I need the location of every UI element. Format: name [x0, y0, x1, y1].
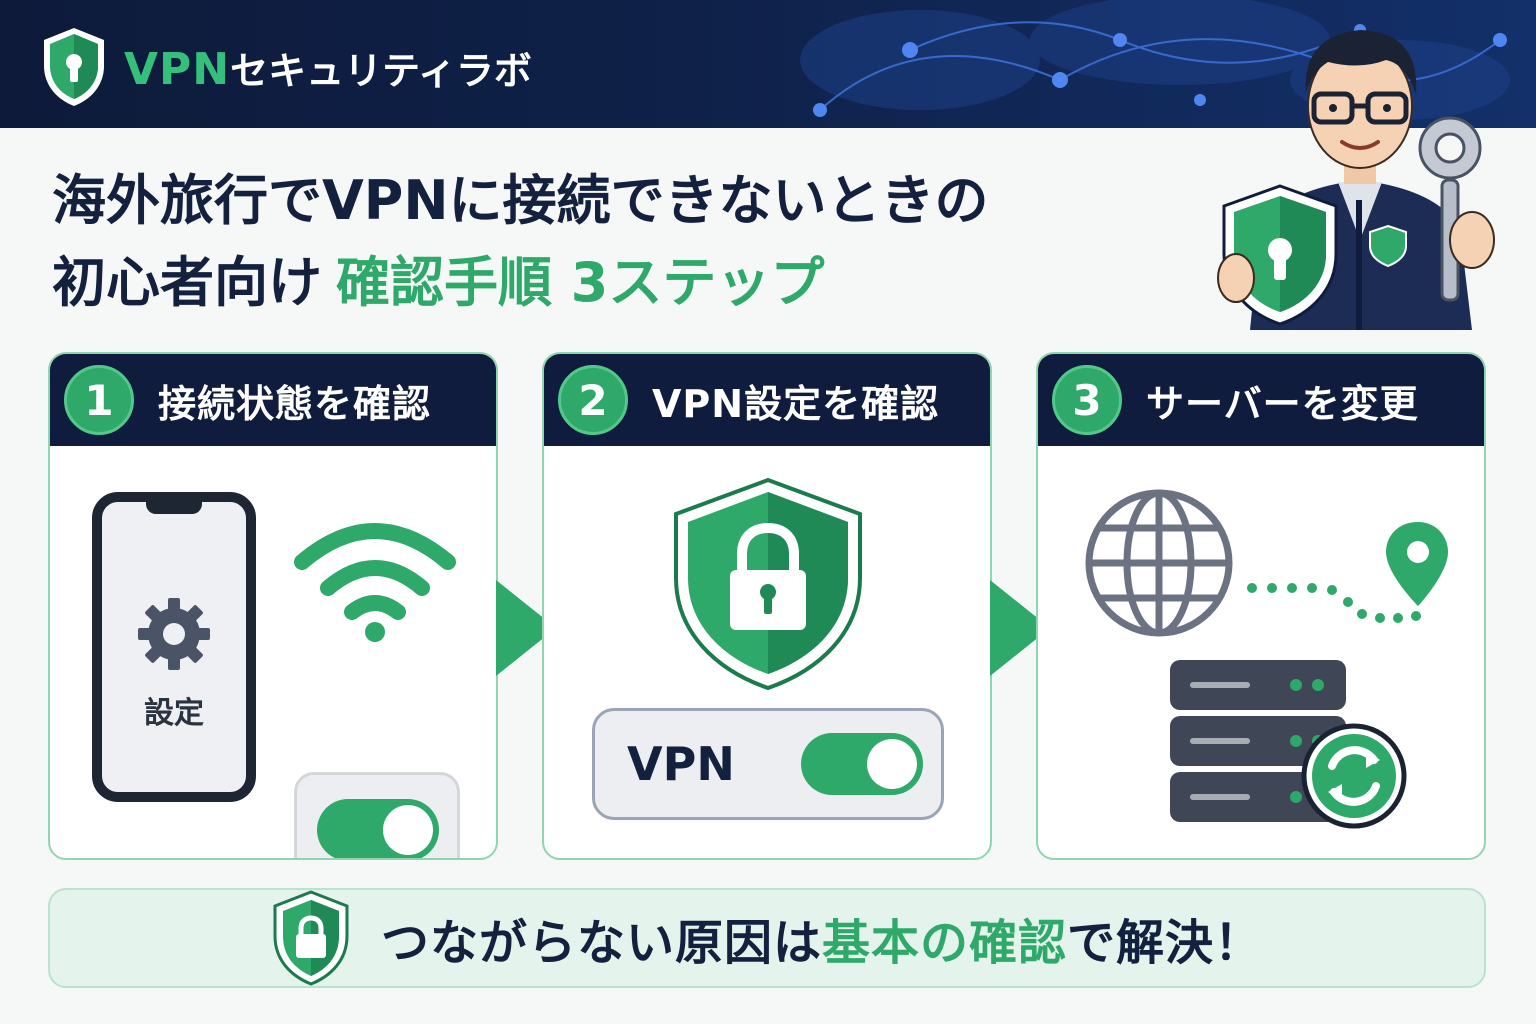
step-3-body: [1038, 446, 1484, 858]
vpn-toggle-box[interactable]: VPN: [592, 708, 944, 820]
step-2-body: VPN: [544, 446, 990, 858]
server-refresh-icon: [1170, 660, 1407, 829]
connection-toggle-box[interactable]: [294, 772, 460, 858]
globe-icon: [1085, 489, 1233, 637]
shield-lock-icon: [674, 477, 862, 691]
banner-text-after: で解決！: [1067, 915, 1264, 971]
banner-text-before: つながらない原因は: [380, 915, 822, 971]
connection-toggle-switch[interactable]: [317, 799, 439, 858]
banner-message: つながらない原因は基本の確認で解決！: [381, 903, 1263, 973]
shield-keyhole-icon: [44, 28, 104, 106]
step-card-2: 2 VPN設定を確認 VPN: [542, 352, 992, 860]
step-3-number-badge: 3: [1052, 365, 1122, 435]
title-line-2-highlight: 確認手順 3ステップ: [336, 251, 825, 314]
shield-lock-small-icon: [273, 890, 349, 986]
step-3-header: 3 サーバーを変更: [1038, 354, 1484, 446]
step-3-title: サーバーを変更: [1146, 381, 1419, 426]
step-1-body: 設定: [50, 446, 496, 858]
brand-vpn-text: VPN: [124, 43, 231, 95]
title-line-1: 海外旅行でVPNに接続できないときの: [52, 169, 989, 232]
location-route-icon: [1247, 522, 1448, 623]
step-1-number-badge: 1: [64, 365, 134, 435]
settings-label: 設定: [144, 696, 204, 731]
vpn-toggle-switch[interactable]: [801, 733, 923, 795]
step-card-3: 3 サーバーを変更: [1036, 352, 1486, 860]
step-1-header: 1 接続状態を確認: [50, 354, 496, 446]
step-card-1: 1 接続状態を確認 設定: [48, 352, 498, 860]
step-2-number-badge: 2: [558, 365, 628, 435]
step-2-header: 2 VPN設定を確認: [544, 354, 990, 446]
step-2-title: VPN設定を確認: [652, 381, 940, 426]
brand-logo[interactable]: VPN セキュリティラボ: [40, 26, 532, 108]
vpn-toggle-label: VPN: [627, 737, 735, 791]
page-title: 海外旅行でVPNに接続できないときの 初心者向け確認手順 3ステップ: [52, 160, 1232, 324]
banner-text-highlight: 基本の確認: [821, 915, 1067, 971]
smartphone-icon: 設定: [92, 492, 256, 802]
engineer-illustration: [1217, 30, 1495, 330]
title-line-2-plain: 初心者向け: [52, 251, 322, 314]
bottom-banner: つながらない原因は基本の確認で解決！: [48, 888, 1486, 988]
title-line-2: 初心者向け確認手順 3ステップ: [52, 242, 1232, 324]
step-1-title: 接続状態を確認: [158, 381, 432, 426]
header-bar: VPN セキュリティラボ: [0, 0, 1536, 128]
wifi-icon: [294, 523, 456, 642]
gear-icon: [138, 598, 210, 670]
brand-jp-text: セキュリティラボ: [230, 48, 532, 93]
